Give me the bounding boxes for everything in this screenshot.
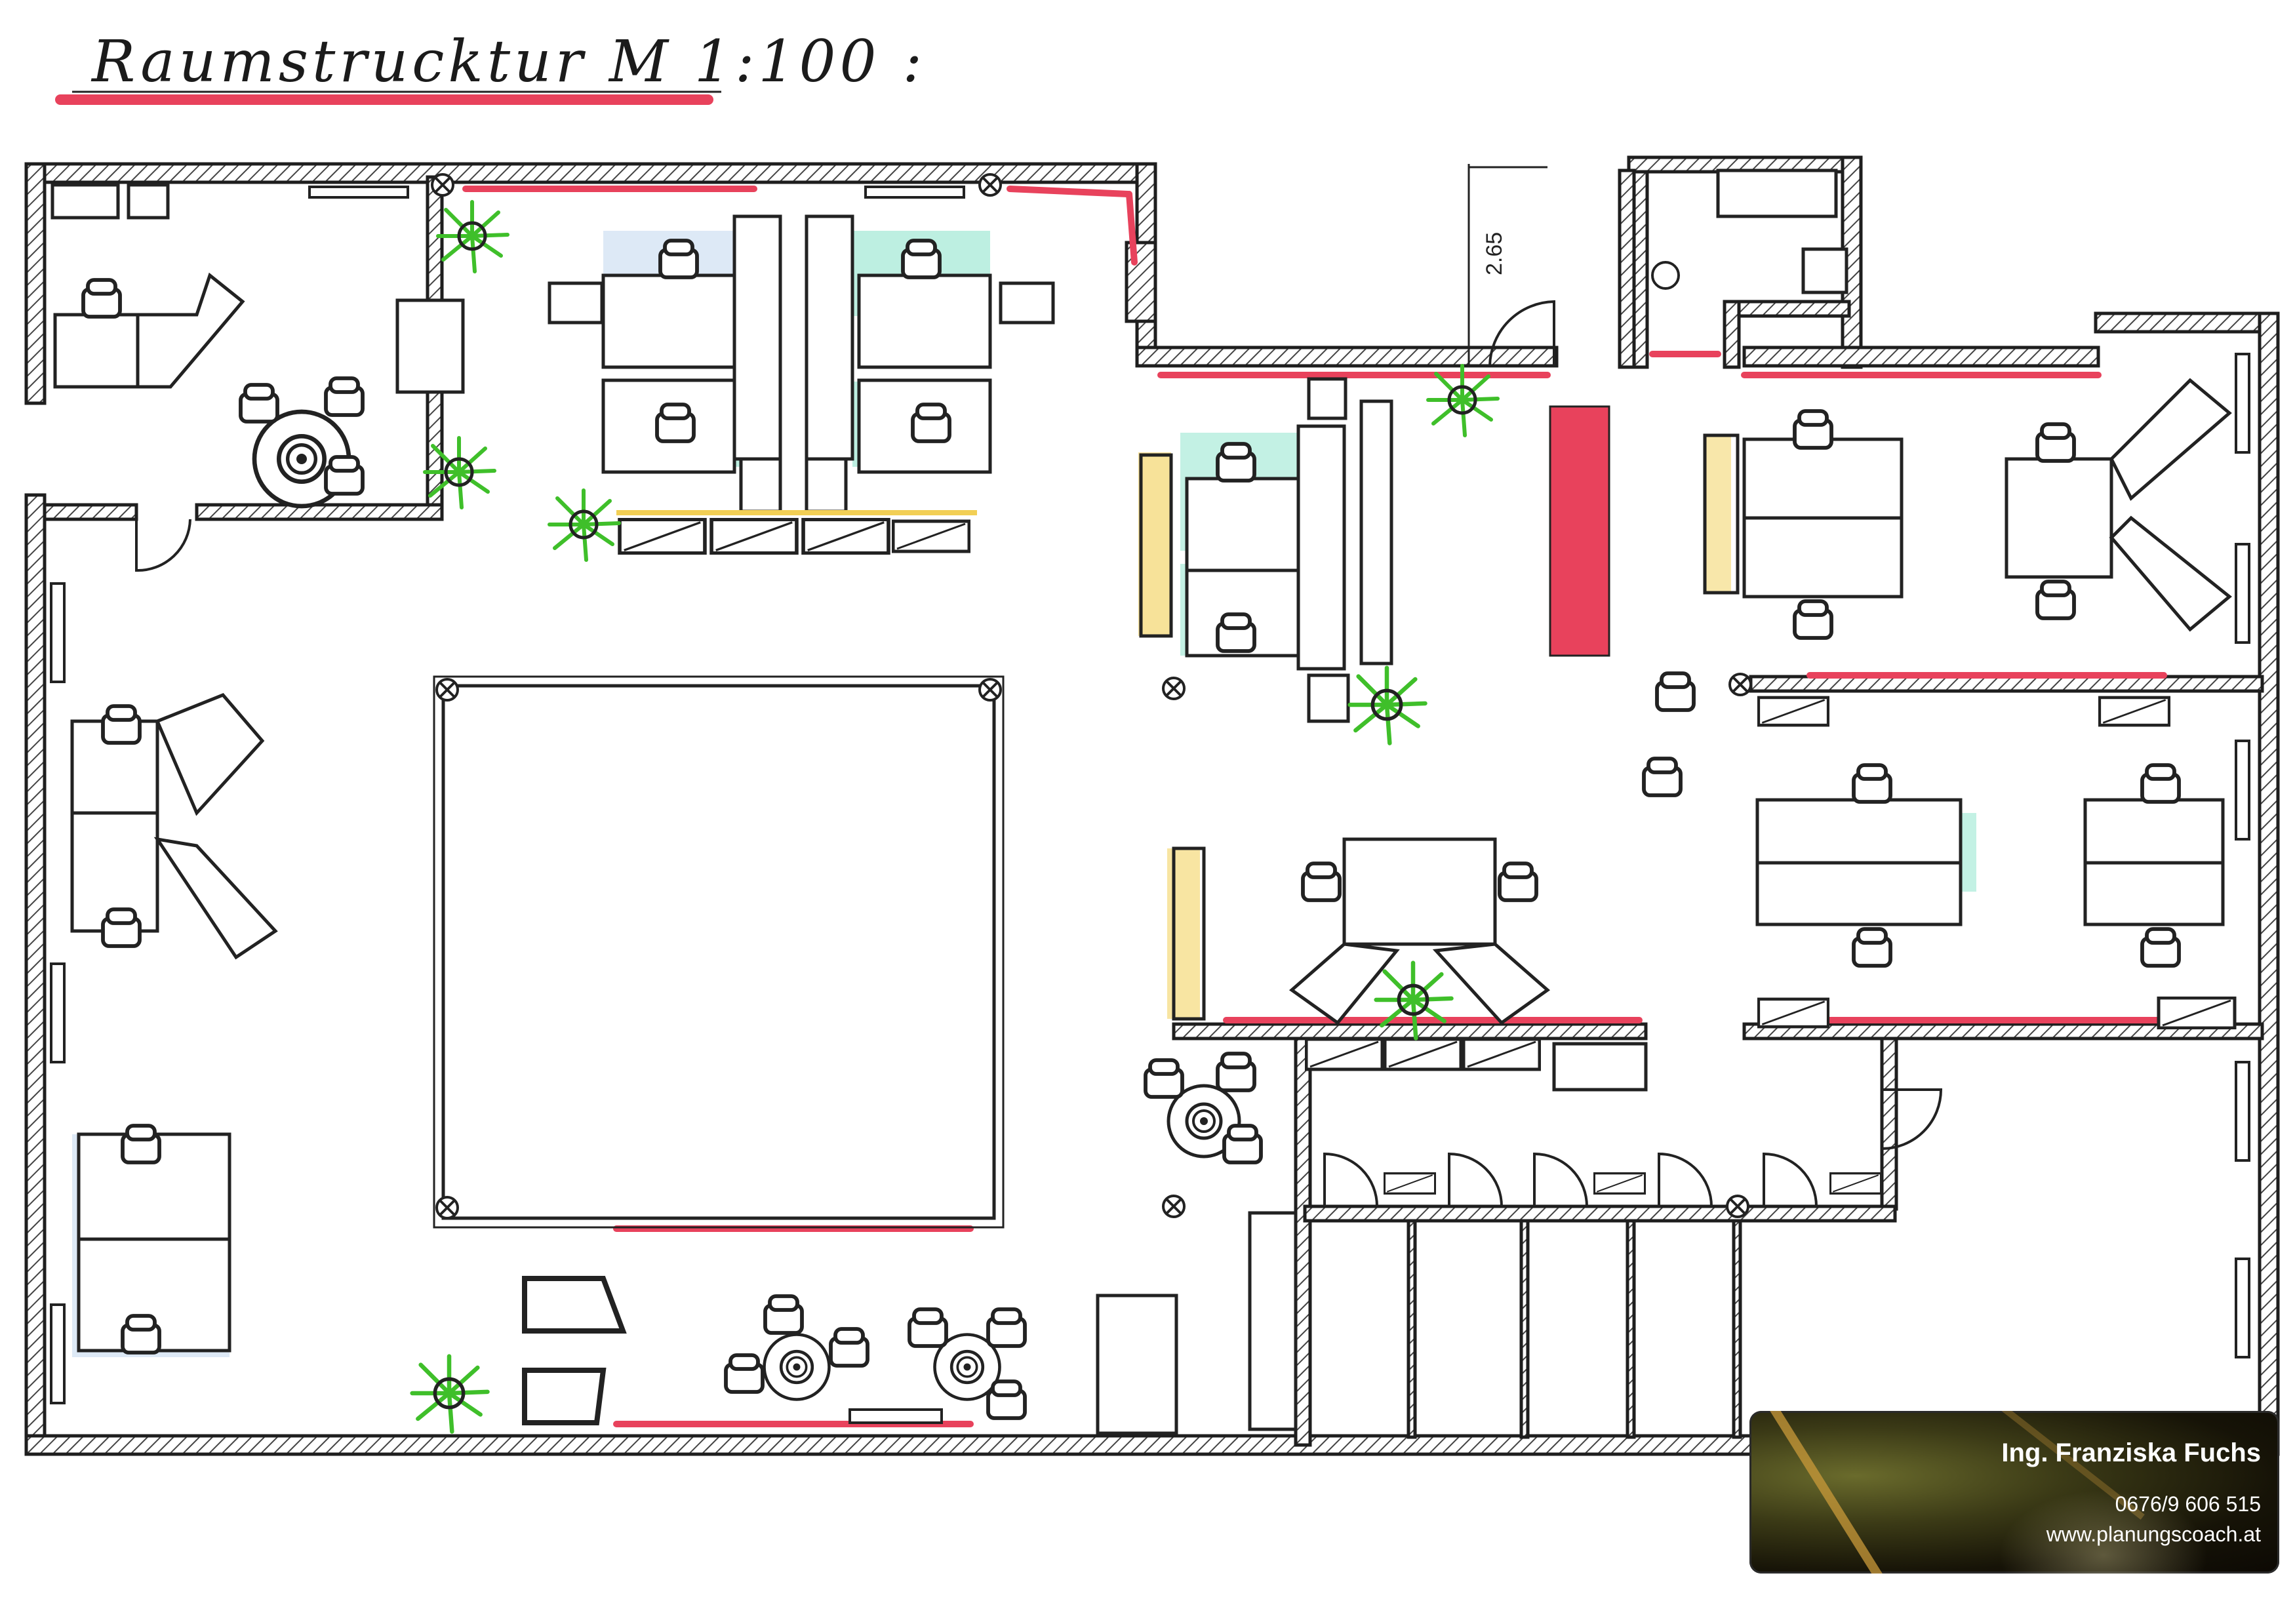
workstations-right-lower	[1755, 698, 2235, 1028]
workstation-cluster-top	[548, 214, 1055, 553]
workstation-cluster-middle	[1138, 377, 1393, 723]
top-left-office	[50, 183, 465, 506]
red-partition	[1549, 405, 1610, 657]
contact-phone: 0676/9 606 515	[2115, 1492, 2261, 1516]
bottom-lounge	[522, 1211, 1298, 1435]
atrium	[433, 675, 1005, 1229]
doors[interactable]	[135, 300, 1943, 1207]
contact-name: Ing. Franziska Fuchs	[2001, 1438, 2261, 1467]
dimension-marker	[1467, 164, 1547, 367]
title-underline	[55, 90, 721, 105]
card-decoration	[1999, 1490, 2208, 1574]
workstations-right-upper	[1703, 378, 2232, 638]
workstations-center-lower	[1167, 837, 1648, 1092]
windows	[50, 186, 2250, 1404]
contact-card: Ing. Franziska Fuchs 0676/9 606 515 www.…	[1749, 1411, 2279, 1574]
top-right-room	[1651, 168, 1848, 294]
red-highlights	[462, 186, 2200, 1427]
plan-title: Raumstrucktur M 1:100 :	[92, 28, 927, 95]
interior-walls	[43, 168, 2264, 1447]
workstations-left	[70, 693, 278, 1357]
contact-website[interactable]: www.planungscoach.at	[2046, 1522, 2261, 1546]
card-decoration	[1766, 1411, 1900, 1574]
dimension-label: 2.65	[1482, 232, 1507, 275]
